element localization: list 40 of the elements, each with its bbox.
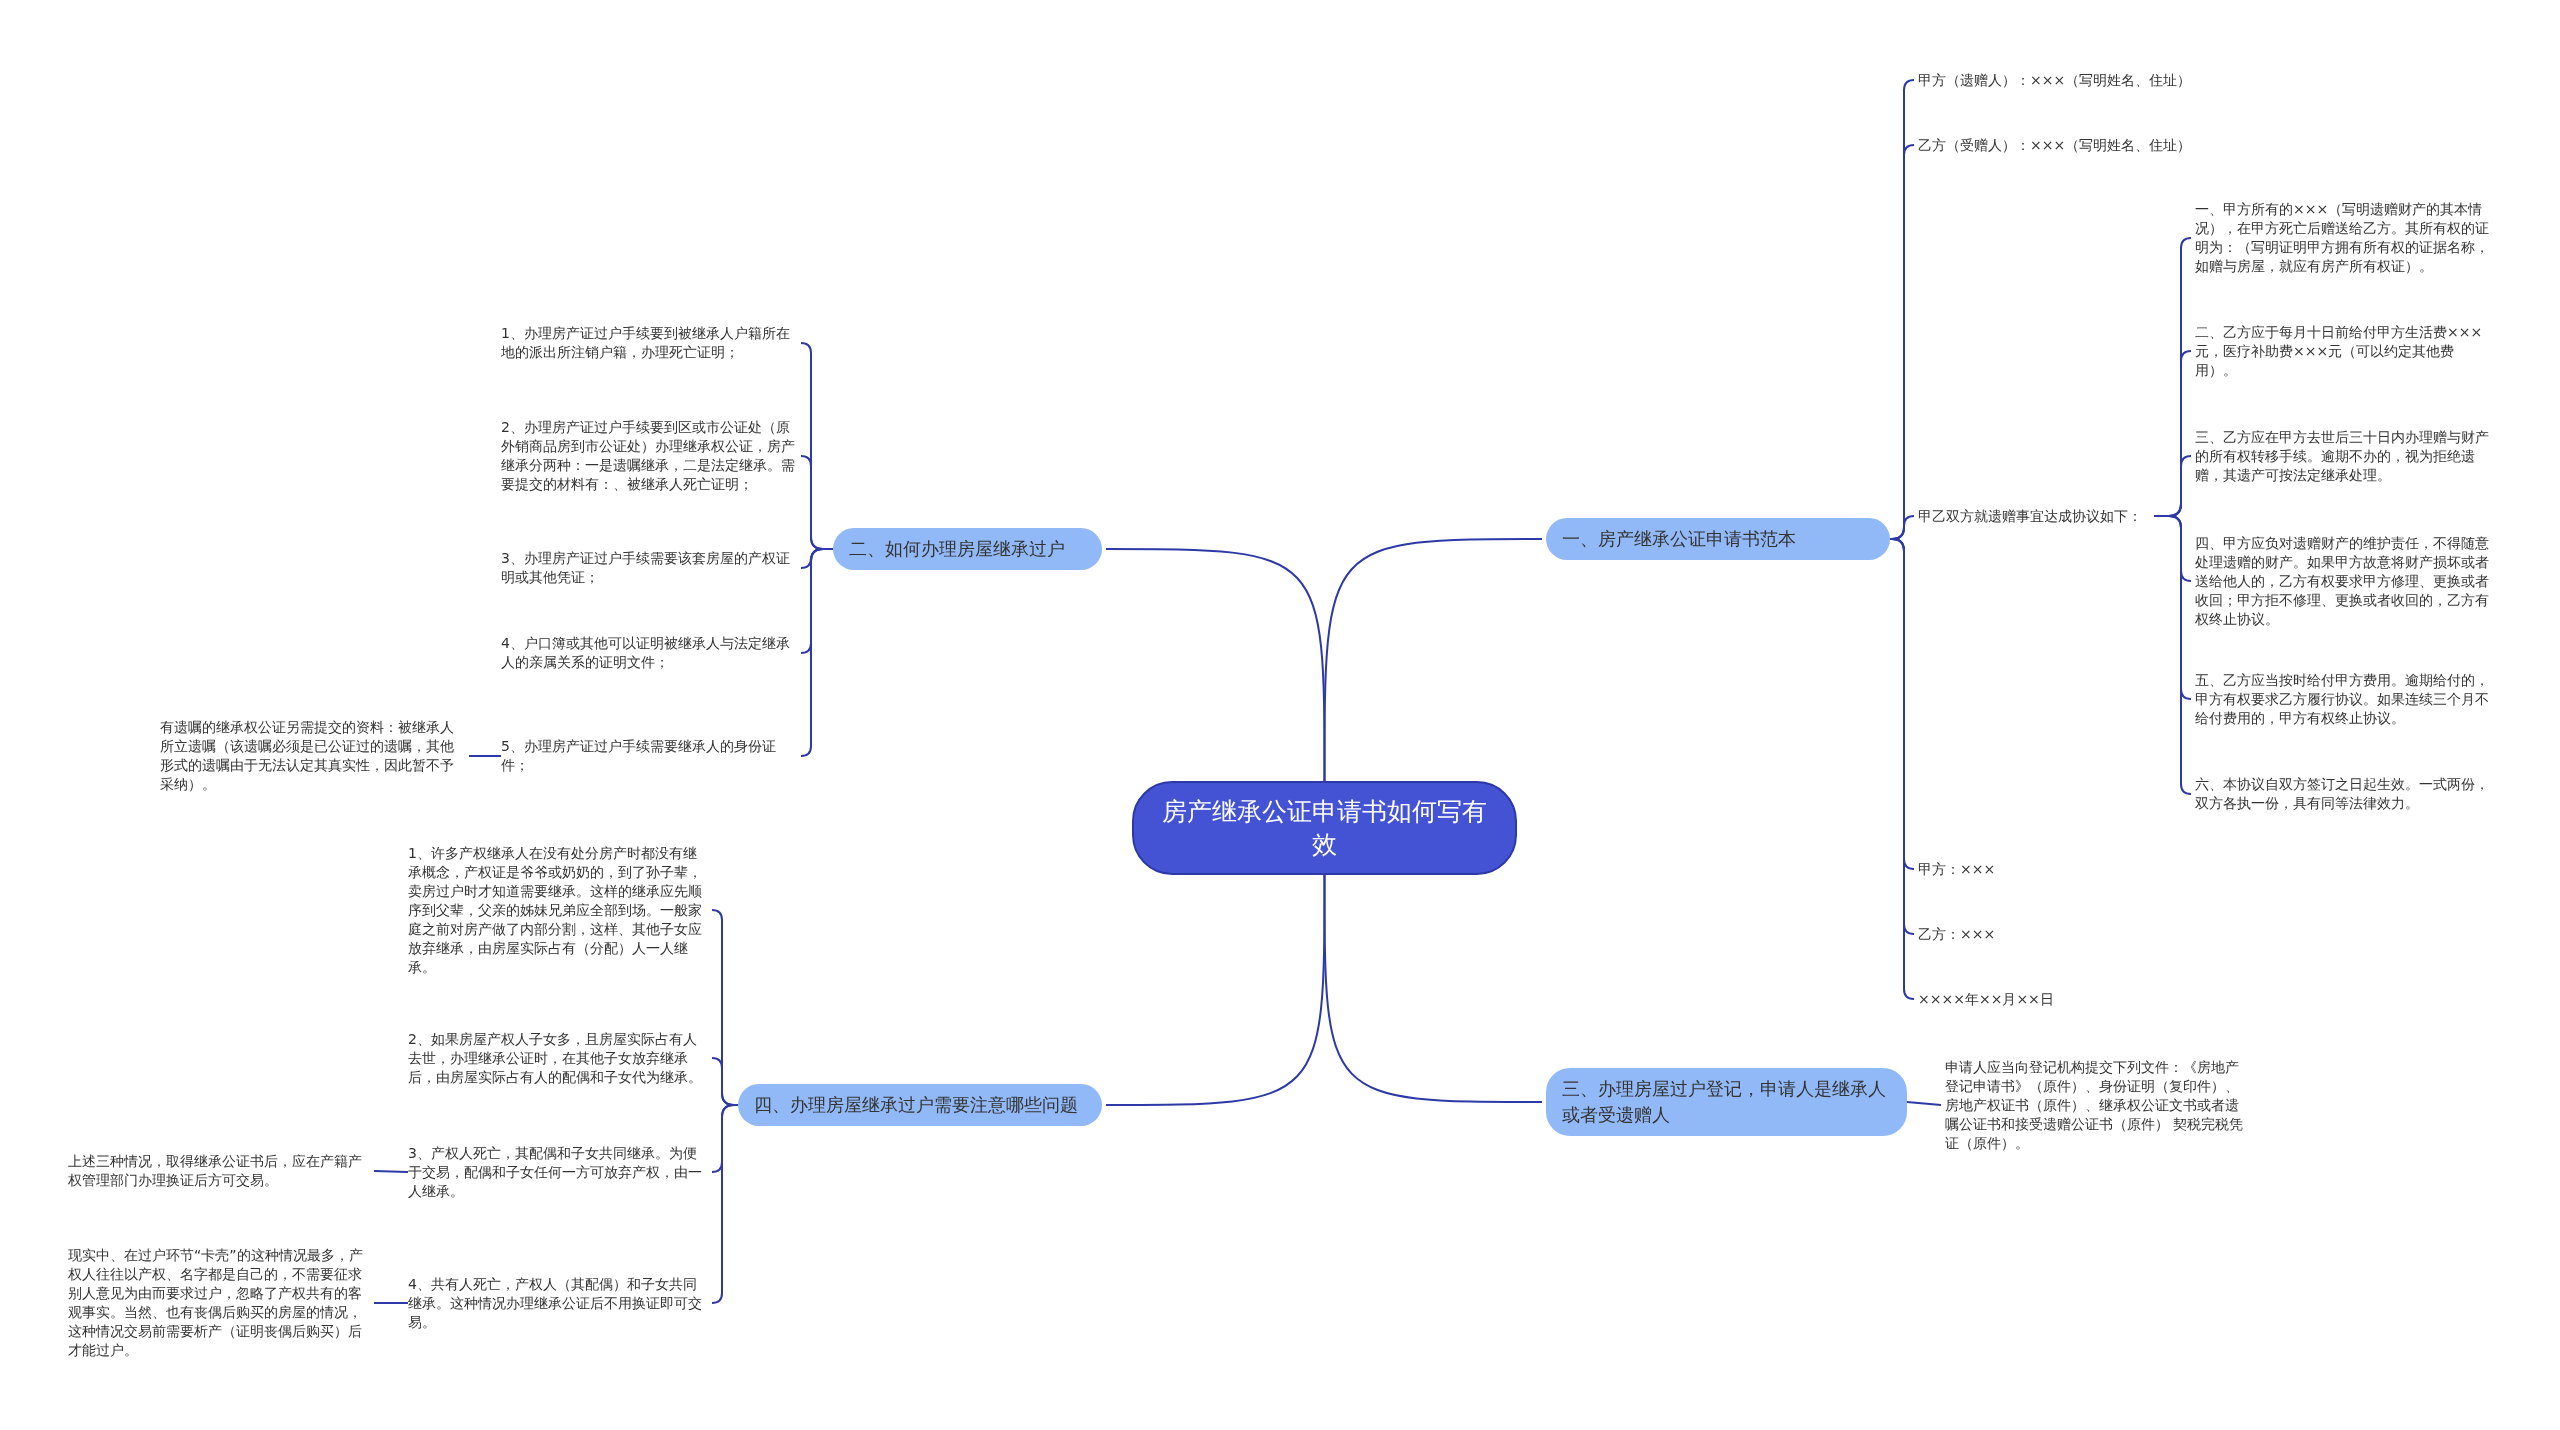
topic-text: 2、办理房产证过户手续要到区或市公证处（原外销商品房到市公证处）办理继承权公证，房产继承分两种：一是遗嘱继承，二是法定继承。需要提交的材料有：、被继承人死亡证明； xyxy=(501,418,797,494)
connector-line xyxy=(2153,515,2192,795)
topic-text: 六、本协议自双方签订之日起生效。一式两份，双方各执一份，具有同等法律效力。 xyxy=(2195,775,2495,813)
topic-text: 3、办理房产证过户手续需要该套房屋的产权证明或其他凭证； xyxy=(501,549,797,587)
topic-text: 2、如果房屋产权人子女多，且房屋实际占有人去世，办理继承公证时，在其他子女放弃继承后，由房屋实际占有人的配偶和子女代为继承。 xyxy=(408,1029,708,1087)
topic-text: 4、共有人死亡，产权人（其配偶）和子女共同继承。这种情况办理继承公证后不用换证即可交易。 xyxy=(408,1274,708,1332)
topic-text: 甲方（遗赠人）：×××（写明姓名、住址） xyxy=(1918,70,2338,90)
branch-topic: 二、如何办理房屋继承过户 xyxy=(833,528,1102,570)
connector-line xyxy=(1105,548,1326,782)
topic-text: 申请人应当向登记机构提交下列文件：《房地产登记申请书》（原件）、身份证明（复印件）、房地产权证书（原件）、继承权公证文书或者遗嘱公证书和接受遗赠公证书（原件） 契税完税凭证（原件）。 xyxy=(1945,1057,2247,1153)
connector-line xyxy=(1105,874,1326,1106)
topic-text: 一、甲方所有的×××（写明遗赠财产的其本情况），在甲方死亡后赠送给乙方。其所有权的证明为：（写明证明甲方拥有所有权的证据名称，如赠与房屋，就应有房产所有权证）。 xyxy=(2195,200,2495,276)
topic-text: 1、许多产权继承人在没有处分房产时都没有继承概念，产权证是爷爷或奶奶的，到了孙子辈，卖房过户时才知道需要继承。这样的继承应先顺序到父辈，父亲的姊妹兄弟应全部到场。一般家庭之前对房产做了内部分割，这样、其他子女应放弃继承，由房屋实际占有（分配）人一人继承。 xyxy=(408,843,708,977)
topic-text: 三、乙方应在甲方去世后三十日内办理赠与财产的所有权转移手续。逾期不办的，视为拒绝遗赠，其遗产可按法定继承处理。 xyxy=(2195,427,2495,485)
topic-text: 二、乙方应于每月十日前给付甲方生活费×××元，医疗补助费×××元（可以约定其他费用）。 xyxy=(2195,322,2495,380)
topic-text: 乙方：××× xyxy=(1918,924,2118,944)
topic-text: 乙方（受赠人）：×××（写明姓名、住址） xyxy=(1918,135,2338,155)
topic-text: 四、甲方应负对遗赠财产的维护责任，不得随意处理遗赠的财产。如果甲方故意将财产损坏或者送给他人的，乙方有权要求甲方修理、更换或者收回；甲方拒不修理、更换或者收回的，乙方有权终止协议。 xyxy=(2195,533,2495,629)
connector-line xyxy=(1323,538,1543,782)
topic-text: 有遗嘱的继承权公证另需提交的资料：被继承人所立遗嘱（该遗嘱必须是已公证过的遗嘱，其他形式的遗嘱由于无法认定其真实性，因此暂不予采纳）。 xyxy=(160,718,465,794)
topic-text: 甲方：××× xyxy=(1918,859,2118,879)
topic-text: 1、办理房产证过户手续要到被继承人户籍所在地的派出所注销户籍，办理死亡证明； xyxy=(501,324,797,362)
topic-text: 5、办理房产证过户手续需要继承人的身份证件； xyxy=(501,737,797,775)
topic-text: 上述三种情况，取得继承公证书后，应在产籍产权管理部门办理换证后方可交易。 xyxy=(68,1152,370,1190)
connector-line xyxy=(800,548,834,757)
topic-text: 4、户口簿或其他可以证明被继承人与法定继承人的亲属关系的证明文件； xyxy=(501,634,797,672)
branch-topic: 一、房产继承公证申请书范本 xyxy=(1546,518,1890,560)
connector-line xyxy=(373,1170,409,1173)
topic-text: 现实中、在过户环节“卡壳”的这种情况最多，产权人往往以产权、名字都是自己的，不需要征求别人意见为由而要求过户，忽略了产权共有的客观事实。当然、也有丧偶后购买的房屋的情况，这种情况交易前需要析产（证明丧偶后购买）后才能过户。 xyxy=(68,1246,370,1360)
branch-topic: 三、办理房屋过户登记，申请人是继承人或者受遗赠人 xyxy=(1546,1068,1907,1136)
topic-text: 五、乙方应当按时给付甲方费用。逾期给付的，甲方有权要求乙方履行协议。如果连续三个月不给付费用的，甲方有权终止协议。 xyxy=(2195,670,2495,728)
connector-line xyxy=(373,1302,409,1304)
connector-line xyxy=(1906,1101,1942,1106)
topic-text: 3、产权人死亡，其配偶和子女共同继承。为便于交易，配偶和子女任何一方可放弃产权，由一人继承。 xyxy=(408,1143,708,1201)
topic-text: ××××年××月××日 xyxy=(1918,989,2118,1009)
connector-line xyxy=(1323,874,1543,1103)
topic-text: 甲乙双方就遗赠事宜达成协议如下： xyxy=(1918,506,2154,526)
connector-line xyxy=(468,755,502,757)
central-topic: 房产继承公证申请书如何写有效 xyxy=(1132,781,1517,875)
branch-topic: 四、办理房屋继承过户需要注意哪些问题 xyxy=(738,1084,1102,1126)
